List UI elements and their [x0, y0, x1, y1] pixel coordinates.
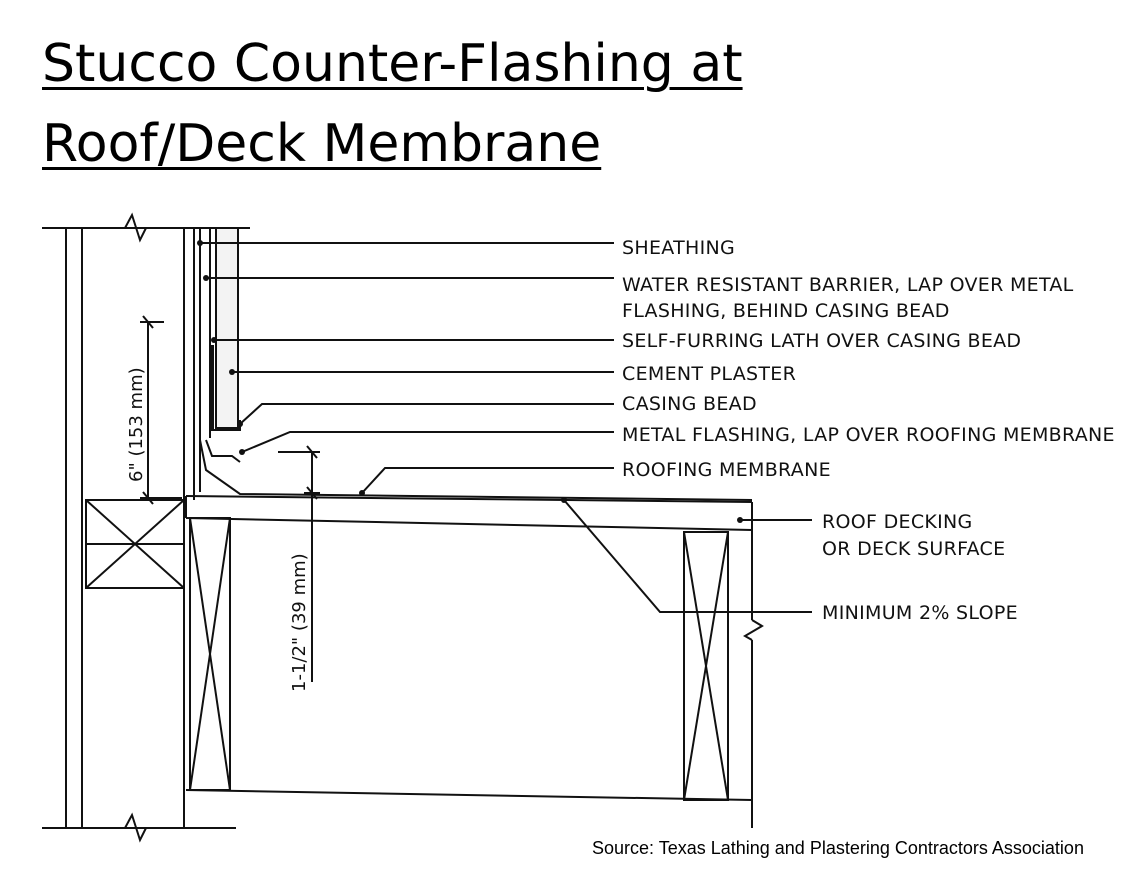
title-line-2: Roof/Deck Membrane — [42, 114, 602, 174]
label-wrb-line-2: FLASHING, BEHIND CASING BEAD — [622, 300, 950, 322]
metal-flashing-line — [199, 439, 753, 501]
label-minimum-slope: MINIMUM 2% SLOPE — [822, 602, 1018, 624]
label-roof-decking-line-2: OR DECK SURFACE — [822, 538, 1005, 560]
wall-blocking — [85, 499, 185, 589]
title-line-1: Stucco Counter-Flashing at — [42, 34, 743, 94]
dimension-1-5-inch: 1-1/2" (39 mm) — [289, 553, 310, 692]
floor-joists — [185, 502, 764, 829]
page-title: Stucco Counter-Flashing at Roof/Deck Mem… — [42, 24, 743, 184]
wall-layers — [199, 227, 241, 492]
label-cement-plaster: CEMENT PLASTER — [622, 363, 796, 385]
label-wrb-line-1: WATER RESISTANT BARRIER, LAP OVER METAL — [622, 274, 1074, 296]
label-roofing-membrane: ROOFING MEMBRANE — [622, 459, 831, 481]
roof-deck — [185, 495, 753, 531]
label-lath: SELF-FURRING LATH OVER CASING BEAD — [622, 330, 1021, 352]
dimension-lines — [140, 315, 320, 682]
dimension-6-inch: 6" (153 mm) — [126, 367, 147, 482]
label-sheathing: SHEATHING — [622, 237, 735, 259]
leader-lines — [200, 242, 812, 613]
label-roof-decking-line-1: ROOF DECKING — [822, 511, 973, 533]
source-credit: Source: Texas Lathing and Plastering Con… — [592, 838, 1084, 858]
label-casing-bead: CASING BEAD — [622, 393, 757, 415]
leader-dots — [197, 240, 743, 523]
label-metal-flashing: METAL FLASHING, LAP OVER ROOFING MEMBRAN… — [622, 424, 1115, 446]
